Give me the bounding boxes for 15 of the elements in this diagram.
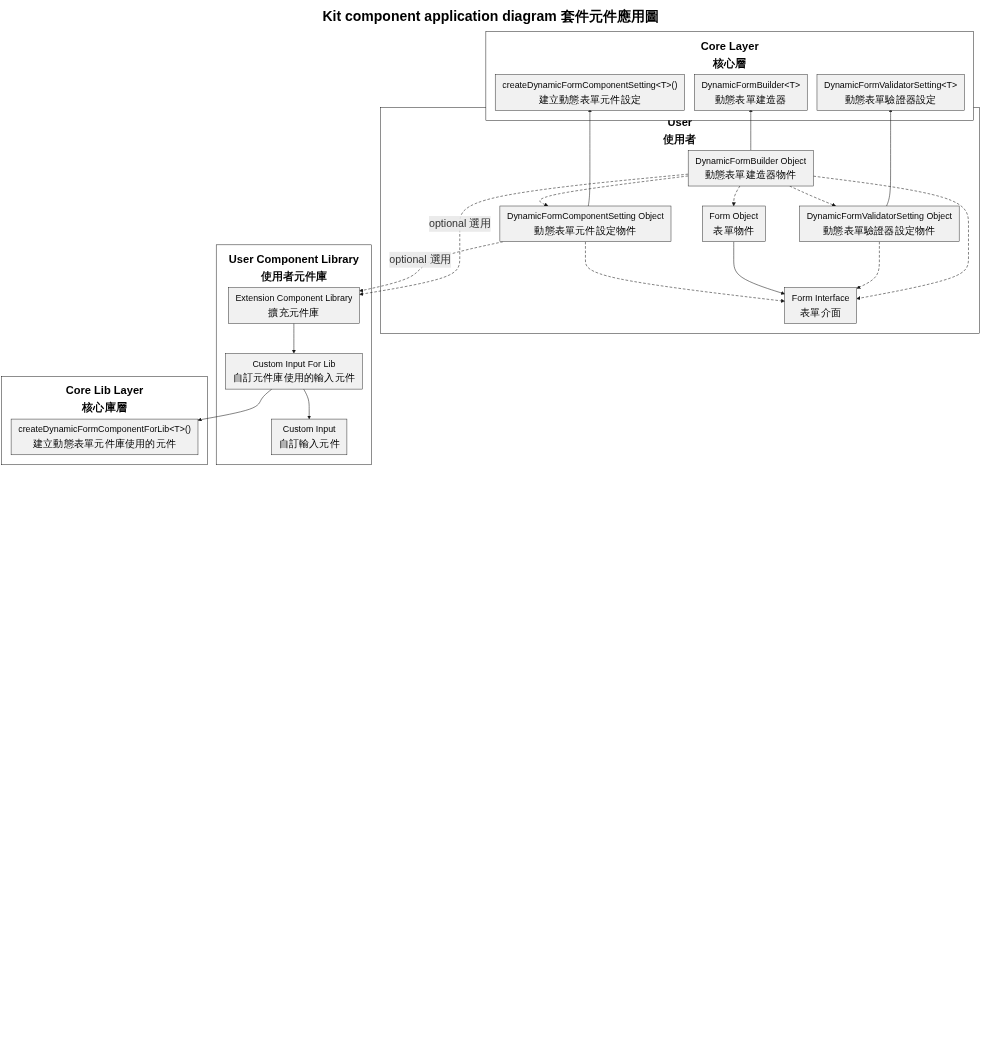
node-box: createDynamicFormComponentForLib<T>() 建立動態表單元件庫使用的元件 [10,418,199,456]
diagram-title: Kit component application diagram 套件元件應用圖 [321,8,660,26]
edge-label: optional 選用 [389,253,451,266]
edge-label: optional 選用 [428,217,491,230]
node-box: DynamicFormBuilder<T> 動態表單建造器 [694,74,808,111]
node-box: DynamicFormValidatorSetting Object 動態表單驗證器設定物件 [799,205,960,242]
node-box: Custom Input 自訂輸入元件 [271,418,348,456]
node-box: Custom Input For Lib 自訂元件庫使用的輸入元件 [225,353,363,390]
node-box: Extension Component Library 擴充元件庫 [228,287,360,324]
node-box: DynamicFormBuilder Object 動態表單建造器物件 [687,150,814,187]
node-box: Form Object 表單物件 [702,205,766,242]
node-box: createDynamicFormComponentSetting<T>() 建立動態表單元件設定 [494,74,685,111]
node-box: DynamicFormValidatorSetting<T> 動態表單驗證器設定 [816,74,965,111]
node-box: Form Interface 表單介面 [784,287,857,324]
node-box: DynamicFormComponentSetting Object 動態表單元件設定物件 [499,205,672,242]
